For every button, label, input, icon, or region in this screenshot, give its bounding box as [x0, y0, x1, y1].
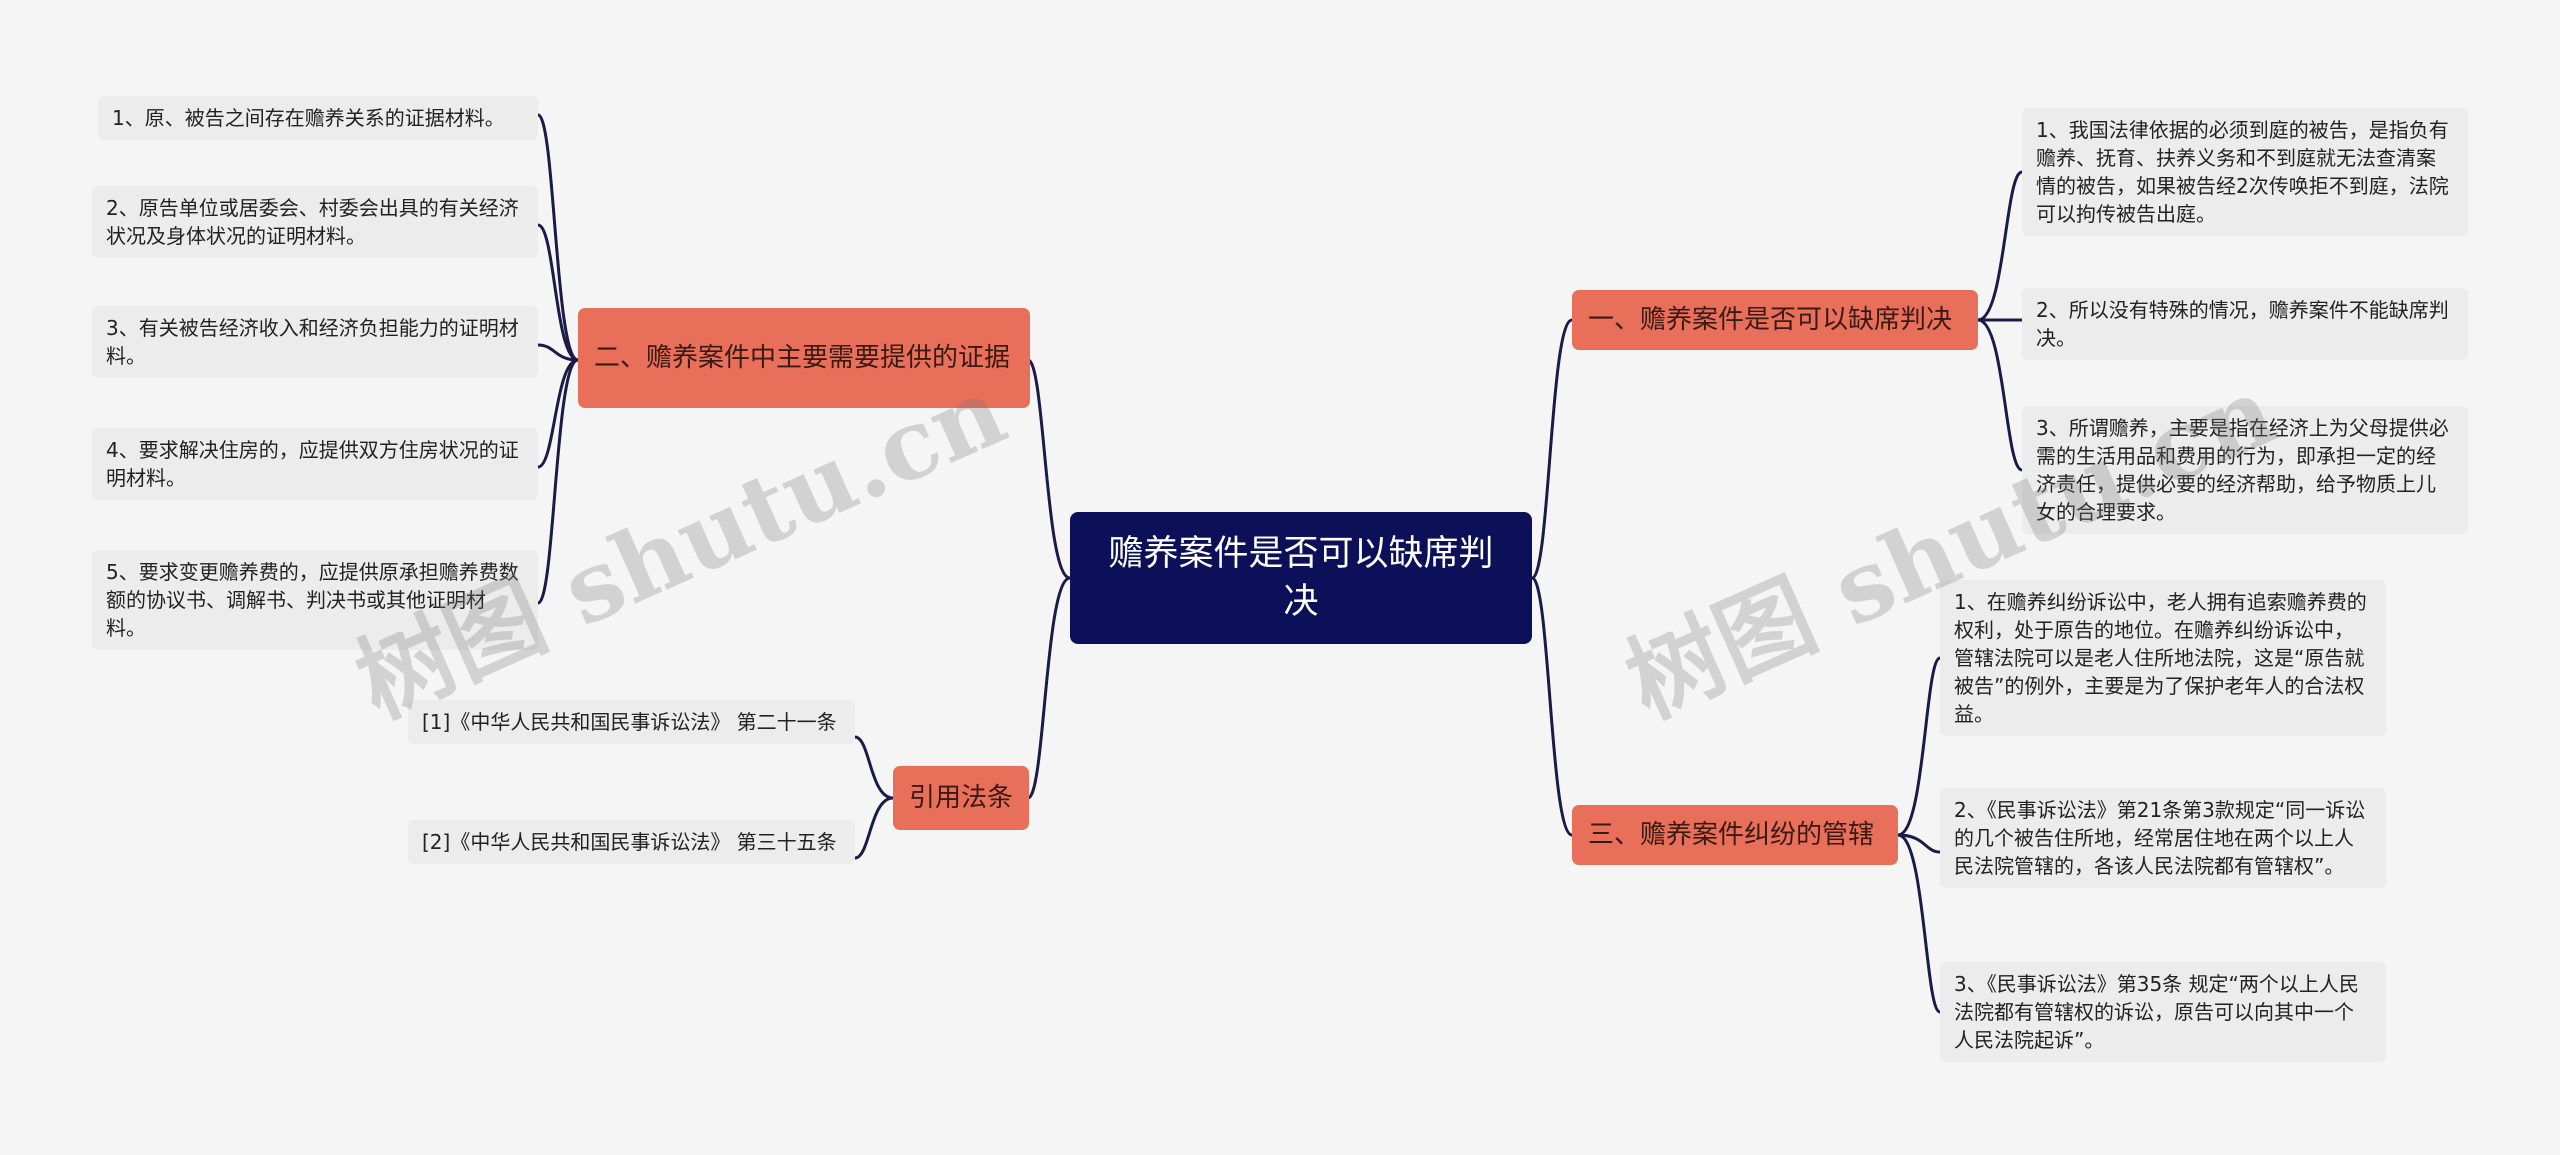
branch-label: 二、赡养案件中主要需要提供的证据	[594, 343, 1011, 373]
leaf-b2-3[interactable]: 3、有关被告经济收入和经济负担能力的证明材料。	[92, 306, 538, 378]
connector-b3-l2	[1896, 833, 1942, 854]
branch-cited-laws[interactable]: 引用法条	[893, 766, 1029, 830]
branch-label: 三、赡养案件纠纷的管辖	[1588, 820, 1875, 850]
connector-b4-l2	[853, 796, 895, 860]
leaf-text: 3、所谓赡养，主要是指在经济上为父母提供必需的生活用品和费用的行为，即承担一定的…	[2036, 416, 2449, 524]
connector-b3-l1	[1896, 656, 1942, 837]
leaf-text: 1、在赡养纠纷诉讼中，老人拥有追索赡养费的权利，处于原告的地位。在赡养纠纷诉讼中…	[1954, 590, 2367, 726]
connector-b3-l3	[1896, 833, 1942, 1014]
leaf-b1-3[interactable]: 3、所谓赡养，主要是指在经济上为父母提供必需的生活用品和费用的行为，即承担一定的…	[2022, 406, 2468, 534]
leaf-text: 1、原、被告之间存在赡养关系的证据材料。	[112, 106, 505, 130]
leaf-b3-2[interactable]: 2、《民事诉讼法》第21条第3款规定“同一诉讼的几个被告住所地，经常居住地在两个…	[1940, 788, 2386, 888]
leaf-text: 2、原告单位或居委会、村委会出具的有关经济状况及身体状况的证明材料。	[106, 196, 519, 248]
leaf-text: 4、要求解决住房的，应提供双方住房状况的证明材料。	[106, 438, 519, 490]
connector-b2-l1	[536, 113, 580, 362]
root-label: 赡养案件是否可以缺席判决	[1108, 534, 1494, 622]
leaf-text: 1、我国法律依据的必须到庭的被告，是指负有赡养、抚育、扶养义务和不到庭就无法查清…	[2036, 118, 2449, 226]
connector-root-b1	[1530, 318, 1574, 580]
connector-root-b3	[1530, 576, 1574, 837]
leaf-b3-3[interactable]: 3、《民事诉讼法》第35条 规定“两个以上人民法院都有管辖权的诉讼，原告可以向其…	[1940, 962, 2386, 1062]
branch-jurisdiction[interactable]: 三、赡养案件纠纷的管辖	[1572, 805, 1898, 865]
connector-root-b2	[1026, 358, 1072, 580]
leaf-b3-1[interactable]: 1、在赡养纠纷诉讼中，老人拥有追索赡养费的权利，处于原告的地位。在赡养纠纷诉讼中…	[1940, 580, 2386, 736]
leaf-text: [1]《中华人民共和国民事诉讼法》 第二十一条	[422, 710, 837, 734]
connector-b1-l1	[1976, 170, 2024, 322]
connector-b4-l1	[853, 735, 895, 800]
branch-absence-judgment[interactable]: 一、赡养案件是否可以缺席判决	[1572, 290, 1978, 350]
leaf-text: 2、《民事诉讼法》第21条第3款规定“同一诉讼的几个被告住所地，经常居住地在两个…	[1954, 798, 2366, 878]
connector-b2-l4	[536, 358, 580, 469]
leaf-b4-2[interactable]: [2]《中华人民共和国民事诉讼法》 第三十五条	[408, 820, 855, 864]
leaf-text: 5、要求变更赡养费的，应提供原承担赡养费数额的协议书、调解书、判决书或其他证明材…	[106, 560, 519, 640]
leaf-text: [2]《中华人民共和国民事诉讼法》 第三十五条	[422, 830, 837, 854]
leaf-b1-1[interactable]: 1、我国法律依据的必须到庭的被告，是指负有赡养、抚育、扶养义务和不到庭就无法查清…	[2022, 108, 2468, 236]
connector-b1-l3	[1976, 318, 2024, 472]
connector-b2-l3	[536, 343, 580, 362]
leaf-b4-1[interactable]: [1]《中华人民共和国民事诉讼法》 第二十一条	[408, 700, 855, 744]
branch-evidence[interactable]: 二、赡养案件中主要需要提供的证据	[578, 308, 1030, 408]
leaf-b1-2[interactable]: 2、所以没有特殊的情况，赡养案件不能缺席判决。	[2022, 288, 2468, 360]
connector-b2-l5	[536, 358, 580, 605]
leaf-b2-2[interactable]: 2、原告单位或居委会、村委会出具的有关经济状况及身体状况的证明材料。	[92, 186, 538, 258]
branch-label: 引用法条	[909, 783, 1014, 813]
leaf-b2-4[interactable]: 4、要求解决住房的，应提供双方住房状况的证明材料。	[92, 428, 538, 500]
leaf-b2-5[interactable]: 5、要求变更赡养费的，应提供原承担赡养费数额的协议书、调解书、判决书或其他证明材…	[92, 550, 538, 650]
leaf-text: 3、有关被告经济收入和经济负担能力的证明材料。	[106, 316, 519, 368]
leaf-text: 2、所以没有特殊的情况，赡养案件不能缺席判决。	[2036, 298, 2449, 350]
connector-root-b4	[1026, 576, 1072, 800]
leaf-b2-1[interactable]: 1、原、被告之间存在赡养关系的证据材料。	[98, 96, 538, 140]
root-node[interactable]: 赡养案件是否可以缺席判决	[1070, 512, 1532, 644]
leaf-text: 3、《民事诉讼法》第35条 规定“两个以上人民法院都有管辖权的诉讼，原告可以向其…	[1954, 972, 2359, 1052]
connector-b2-l2	[536, 223, 580, 362]
branch-label: 一、赡养案件是否可以缺席判决	[1588, 305, 1953, 335]
